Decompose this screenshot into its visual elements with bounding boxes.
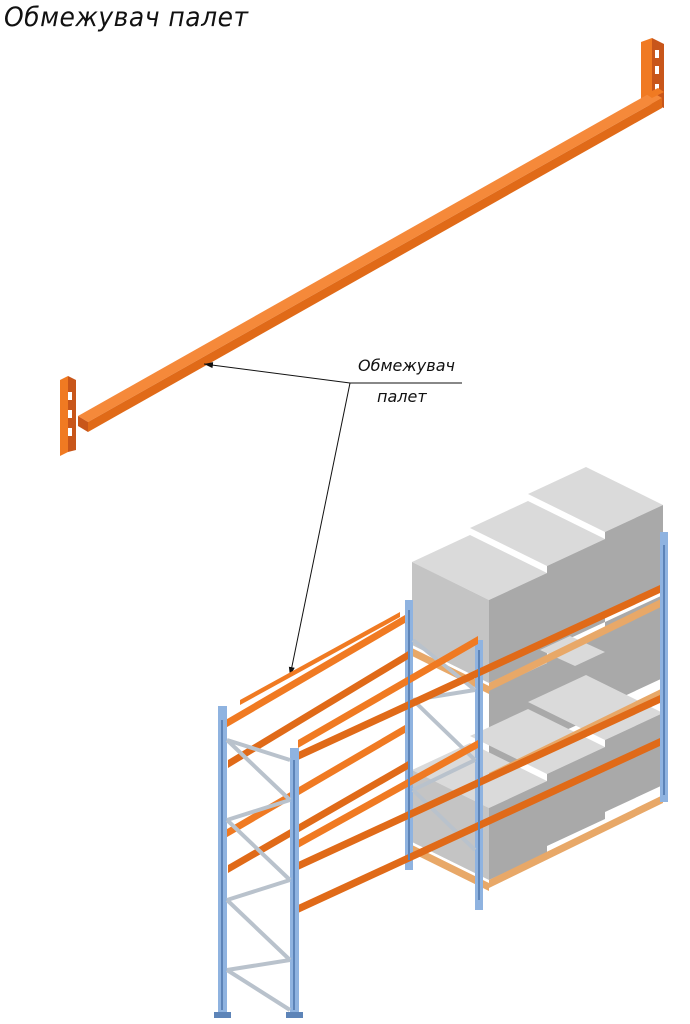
callout-leader [203,362,462,677]
pallet-stopper-bar-icon [60,38,664,456]
callout-label-line2: палет [377,387,427,406]
page-title: Обмежувач палет [4,2,249,33]
pallet-rack-icon [214,532,668,1018]
callout-label-line1: Обмежувач [358,356,455,375]
